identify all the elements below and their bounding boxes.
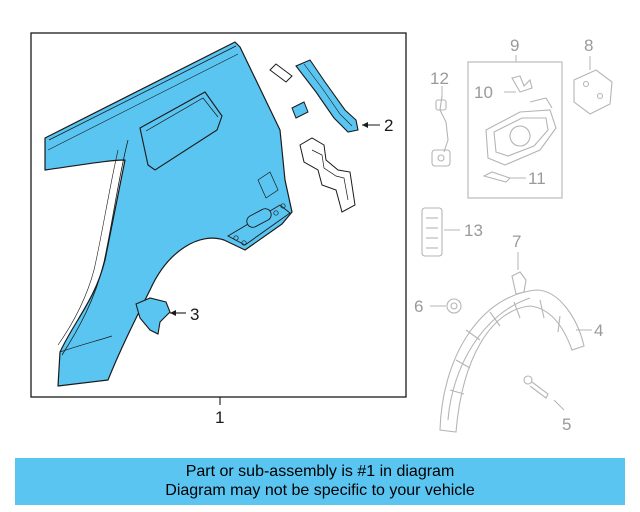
info-banner: Part or sub-assembly is #1 in diagram Di…	[15, 458, 625, 505]
callout-6: 6	[414, 297, 423, 316]
part-8-plate	[573, 69, 613, 115]
part-9-box	[467, 61, 563, 199]
bracket-pieces[interactable]	[269, 63, 356, 213]
quarter-panel-part[interactable]	[44, 41, 293, 387]
part-12-cable	[431, 95, 451, 167]
banner-line-1: Part or sub-assembly is #1 in diagram	[185, 463, 455, 480]
callout-10: 10	[474, 83, 493, 102]
banner-line-2: Diagram may not be specific to your vehi…	[165, 482, 475, 499]
callout-3: 3	[190, 305, 199, 324]
part-7-bolt	[511, 271, 527, 295]
callout-13: 13	[464, 221, 483, 240]
part-13-vent	[421, 207, 443, 257]
parts-diagram: 2 3 1 9 10 11 12 8	[30, 32, 613, 434]
part-11-clip	[482, 171, 512, 183]
bracket-part-3[interactable]	[135, 297, 171, 335]
callout-8: 8	[584, 36, 593, 55]
part-5-screw	[523, 375, 549, 399]
fuel-door-housing	[485, 75, 557, 166]
callout-2: 2	[384, 116, 393, 135]
callout-7: 7	[512, 232, 521, 251]
callout-1: 1	[215, 408, 224, 427]
callout-4: 4	[594, 321, 603, 340]
reinforcement-part-2[interactable]	[295, 59, 359, 133]
callout-11: 11	[528, 169, 546, 188]
part-4-wheel-liner	[439, 289, 585, 433]
callout-5: 5	[562, 415, 571, 434]
part-6-grommet	[446, 298, 462, 314]
callout-9: 9	[510, 36, 519, 55]
assembly-frame	[30, 32, 407, 398]
callout-12: 12	[430, 69, 449, 88]
